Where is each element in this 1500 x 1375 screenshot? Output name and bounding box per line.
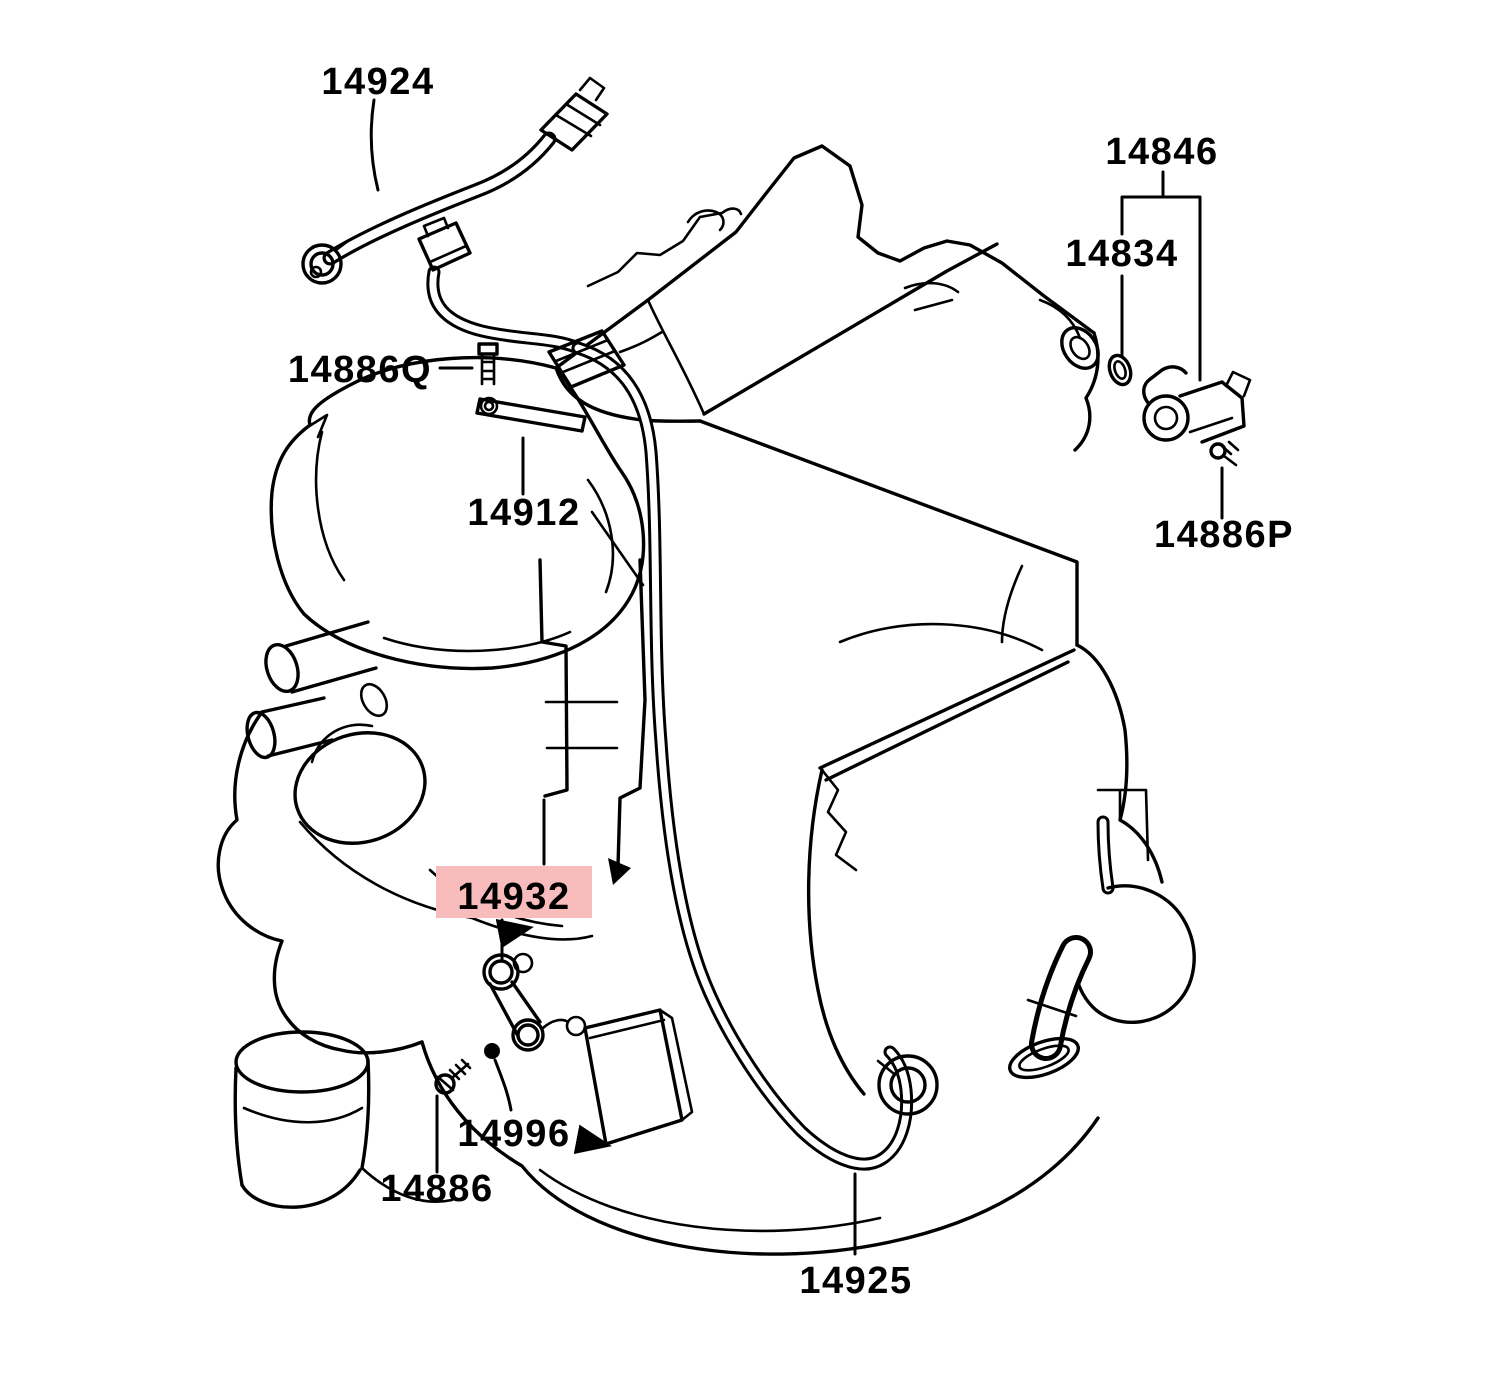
part-14886-drawing bbox=[434, 1058, 472, 1095]
part-14932-drawing bbox=[482, 952, 587, 1052]
part-label-14932[interactable]: 14932 bbox=[457, 876, 570, 918]
part-14912-drawing bbox=[475, 329, 664, 433]
harness-cable-14925 bbox=[417, 216, 939, 1171]
part-label-14834[interactable]: 14834 bbox=[1065, 233, 1178, 275]
part-14846-group-drawing bbox=[1107, 353, 1252, 467]
leader-lines bbox=[369, 98, 1224, 1256]
part-label-14846[interactable]: 14846 bbox=[1105, 131, 1218, 173]
part-label-14925[interactable]: 14925 bbox=[799, 1260, 912, 1302]
part-14996-drawing bbox=[484, 1043, 500, 1059]
part-14924-drawing bbox=[301, 76, 609, 285]
part-label-14886[interactable]: 14886 bbox=[380, 1168, 493, 1210]
part-label-14886P[interactable]: 14886P bbox=[1154, 514, 1294, 556]
part-14886Q-drawing bbox=[477, 342, 499, 386]
part-label-14886Q[interactable]: 14886Q bbox=[288, 349, 432, 391]
part-label-14996[interactable]: 14996 bbox=[457, 1113, 570, 1155]
part-label-14924[interactable]: 14924 bbox=[321, 61, 434, 103]
highlight-14932[interactable] bbox=[436, 866, 592, 918]
engine-line-art bbox=[216, 144, 1196, 1256]
part-label-14912[interactable]: 14912 bbox=[467, 492, 580, 534]
